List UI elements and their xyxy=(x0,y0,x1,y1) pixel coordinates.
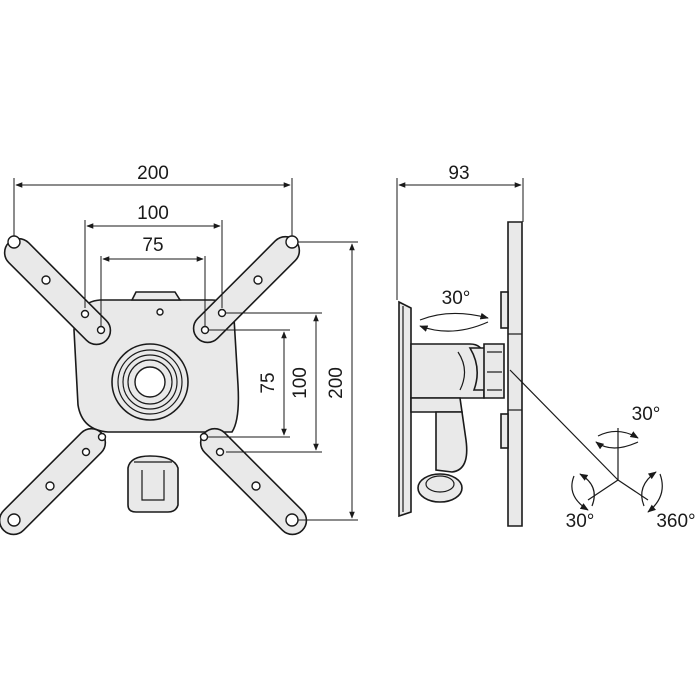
side-view: 93 30° xyxy=(396,163,696,532)
dim-height-mid-label: 100 xyxy=(290,367,311,399)
arm-top-right xyxy=(192,235,301,344)
swivel-hub xyxy=(111,343,189,421)
dim-depth-label: 93 xyxy=(448,163,469,184)
front-view: 200 100 75 75 100 xyxy=(0,163,358,536)
dim-width-100: 100 xyxy=(84,203,223,308)
dim-width-200: 200 xyxy=(13,163,293,236)
swivel-top-label: 30° xyxy=(442,288,471,309)
vesa-plate-side xyxy=(507,221,523,527)
swivel-collar xyxy=(483,343,505,399)
dim-height-100: 100 xyxy=(226,312,322,453)
plate-hole xyxy=(156,308,164,316)
rotation-gizmo: 30° 30° 360° xyxy=(566,404,696,532)
guide-line xyxy=(509,369,619,481)
dim-width-mid-label: 100 xyxy=(137,203,169,224)
arm-bottom-left xyxy=(0,427,107,536)
plate-top-tab xyxy=(130,291,182,301)
tilt-left-label: 30° xyxy=(566,511,595,532)
dim-width-75: 75 xyxy=(100,235,206,326)
arm-bottom-right xyxy=(199,427,308,536)
dim-height-overall-label: 200 xyxy=(326,367,347,399)
locking-lever xyxy=(435,411,468,473)
dim-height-75: 75 xyxy=(208,329,290,438)
lower-bracket xyxy=(410,397,463,413)
plate-lug-bottom xyxy=(500,413,509,449)
dim-height-200: 200 xyxy=(298,241,358,521)
lower-clamp xyxy=(127,455,179,513)
plate-lug-top xyxy=(500,291,509,329)
arm-top-left xyxy=(3,235,112,346)
dim-width-inner-label: 75 xyxy=(142,235,163,256)
wall-plate xyxy=(398,300,412,518)
dim-width-overall-label: 200 xyxy=(137,163,169,184)
locking-knob xyxy=(417,473,463,503)
swivel-arrow: 30° xyxy=(419,288,489,332)
dim-height-inner-label: 75 xyxy=(258,372,279,393)
dim-depth-93: 93 xyxy=(396,163,524,300)
rotate-full-label: 360° xyxy=(656,511,695,532)
rotate-right-label: 30° xyxy=(632,404,661,425)
